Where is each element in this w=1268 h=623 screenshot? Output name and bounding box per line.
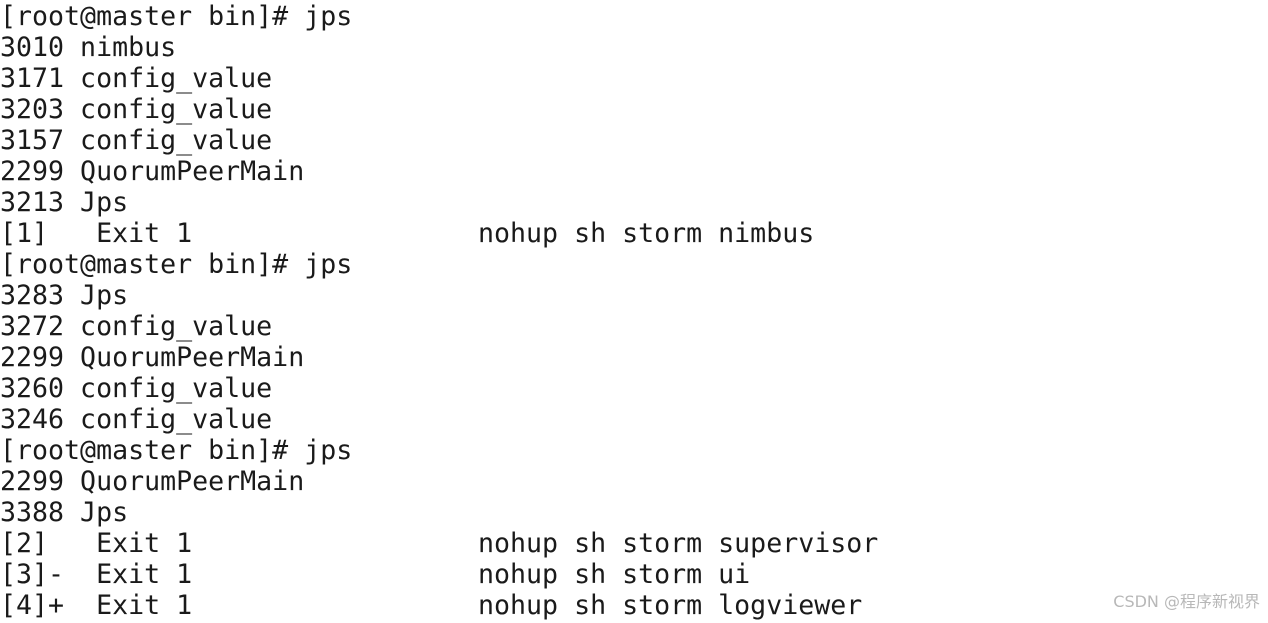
- job-status-line: [1] Exit 1 nohup sh storm nimbus: [0, 218, 878, 249]
- output-line: 3260 config_value: [0, 373, 273, 404]
- output-line: 3283 Jps: [0, 280, 129, 311]
- output-line: 3157 config_value: [0, 125, 273, 156]
- job-status: [1] Exit 1: [0, 218, 193, 249]
- job-status: [2] Exit 1: [0, 528, 193, 559]
- job-status: [3]- Exit 1: [0, 559, 193, 590]
- output-line: 3213 Jps: [0, 187, 129, 218]
- output-line: 2299 QuorumPeerMain: [0, 156, 305, 187]
- output-line: 3171 config_value: [0, 63, 273, 94]
- job-status-line: [2] Exit 1 nohup sh storm supervisor: [0, 528, 878, 559]
- output-line: 2299 QuorumPeerMain: [0, 342, 305, 373]
- output-line: 3272 config_value: [0, 311, 273, 342]
- output-line: 3246 config_value: [0, 404, 273, 435]
- output-line: 3203 config_value: [0, 94, 273, 125]
- job-command: nohup sh storm supervisor: [478, 528, 879, 559]
- job-status-line: [4]+ Exit 1 nohup sh storm logviewer: [0, 590, 878, 621]
- job-status-line: [3]- Exit 1 nohup sh storm ui: [0, 559, 878, 590]
- watermark-text: CSDN @程序新视界: [1113, 592, 1260, 611]
- job-command: nohup sh storm nimbus: [478, 218, 815, 249]
- output-line: 3010 nimbus: [0, 32, 177, 63]
- output-line: 2299 QuorumPeerMain: [0, 466, 305, 497]
- job-command: nohup sh storm logviewer: [478, 590, 863, 621]
- prompt-line: [root@master bin]# jps: [0, 1, 353, 32]
- prompt-line: [root@master bin]# jps: [0, 435, 353, 466]
- output-line: 3388 Jps: [0, 497, 129, 528]
- prompt-line: [root@master bin]# jps: [0, 249, 353, 280]
- job-command: nohup sh storm ui: [478, 559, 751, 590]
- job-status: [4]+ Exit 1: [0, 590, 193, 621]
